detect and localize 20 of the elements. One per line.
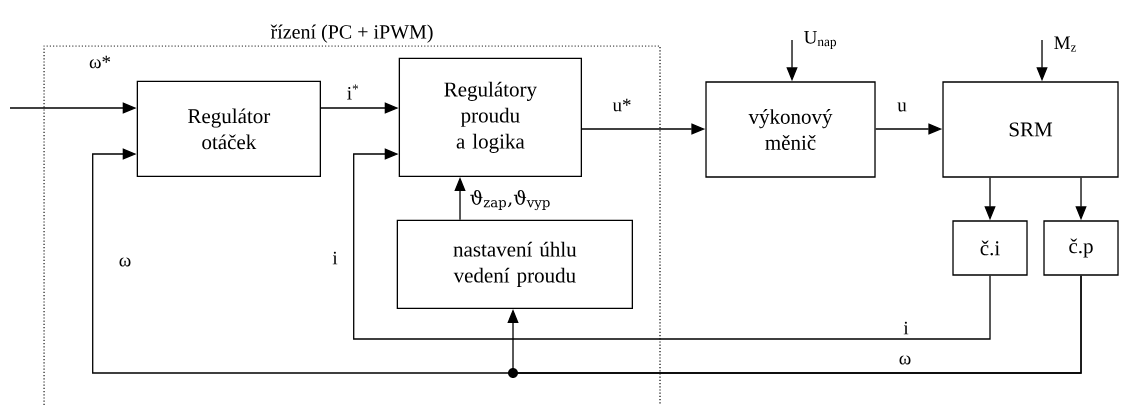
converter-box: výkonový měnič — [705, 81, 876, 178]
motor-box: SRM — [942, 81, 1119, 178]
edge-label: ϑ$_{zap}$,ϑ$_{vyp}$ — [470, 189, 550, 211]
edge-label: i — [903, 321, 909, 335]
arrow — [353, 148, 991, 340]
signal-label: ω — [119, 257, 131, 267]
edge-label: i$^{*}$ — [347, 84, 359, 100]
controller-box: Regulátor otáček — [136, 80, 321, 177]
process-box: nastavení úhlu vedení proudu — [396, 219, 633, 309]
controller-box: Regulátory proudu a logika — [398, 57, 582, 177]
edge-label: U$_{nap}$ — [804, 31, 837, 49]
edge-label: M$_{z}$ — [1054, 36, 1077, 52]
sensor-box: č.p — [1043, 220, 1119, 276]
edge-label: u* — [612, 98, 631, 112]
edge-label: u — [897, 102, 907, 112]
signal-label: i — [332, 251, 338, 265]
sensor-box: č.i — [952, 220, 1028, 276]
edge-label: ω* — [89, 55, 111, 69]
arrow — [507, 275, 1082, 374]
edge-label: ω — [899, 355, 911, 365]
